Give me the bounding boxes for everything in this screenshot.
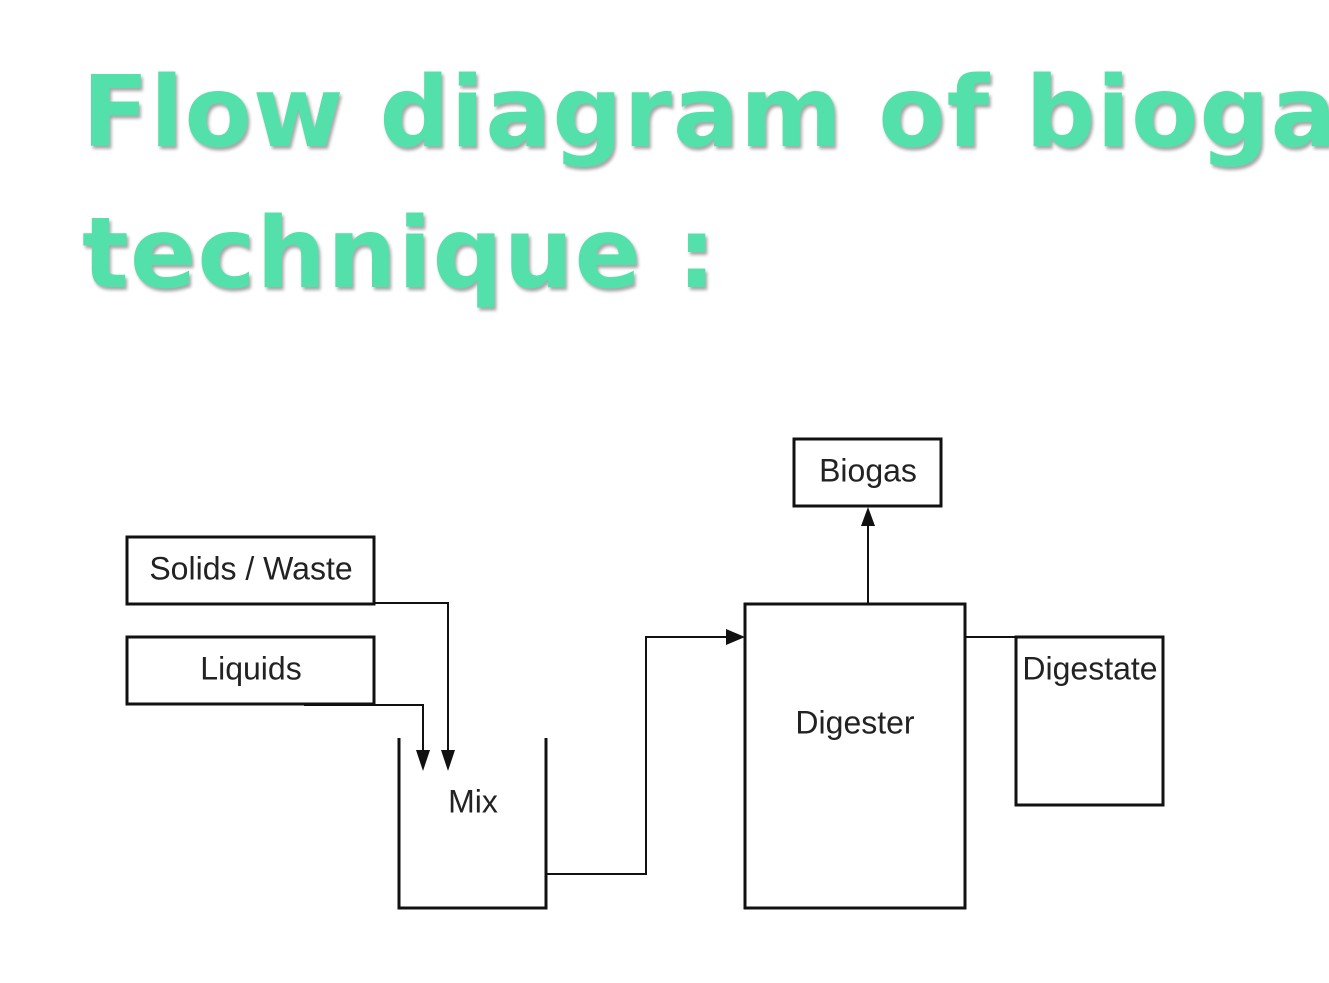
arrowhead-biogas [861,507,875,526]
biogas-node: Biogas [792,437,943,508]
connector-mix-to-digester [546,629,745,875]
connector-liquids-to-mix [304,704,430,771]
connector-mix-line [546,636,728,875]
digestate-node: Digestate [1014,635,1165,807]
biogas-label: Biogas [819,452,917,488]
liquids-box [125,635,376,706]
solids-waste-box [125,535,376,606]
arrowhead-liquids [416,750,430,771]
solids-waste-label: Solids / Waste [149,550,352,586]
digestate-label: Digestate [1022,650,1157,686]
slide-title-line-1: Flow diagram of biogas [82,56,1329,170]
connector-solids-to-mix [374,602,455,771]
connector-digester-to-biogas [861,507,875,604]
liquids-node: Liquids [125,635,376,706]
digester-box [743,602,967,910]
mix-node: Mix [397,738,548,910]
slide-title-line-2: technique : [82,197,718,311]
digester-label: Digester [795,704,915,740]
connector-solids-line [374,602,449,752]
liquids-label: Liquids [200,650,301,686]
solids-waste-node: Solids / Waste [125,535,376,606]
connector-liquids-line [304,704,424,752]
digestate-box [1014,635,1165,807]
mix-label: Mix [448,783,498,819]
arrowhead-solids [441,750,455,771]
digester-node: Digester [743,602,967,910]
biogas-box [792,437,943,508]
mix-tank [397,738,548,910]
arrowhead-digester [726,629,745,645]
